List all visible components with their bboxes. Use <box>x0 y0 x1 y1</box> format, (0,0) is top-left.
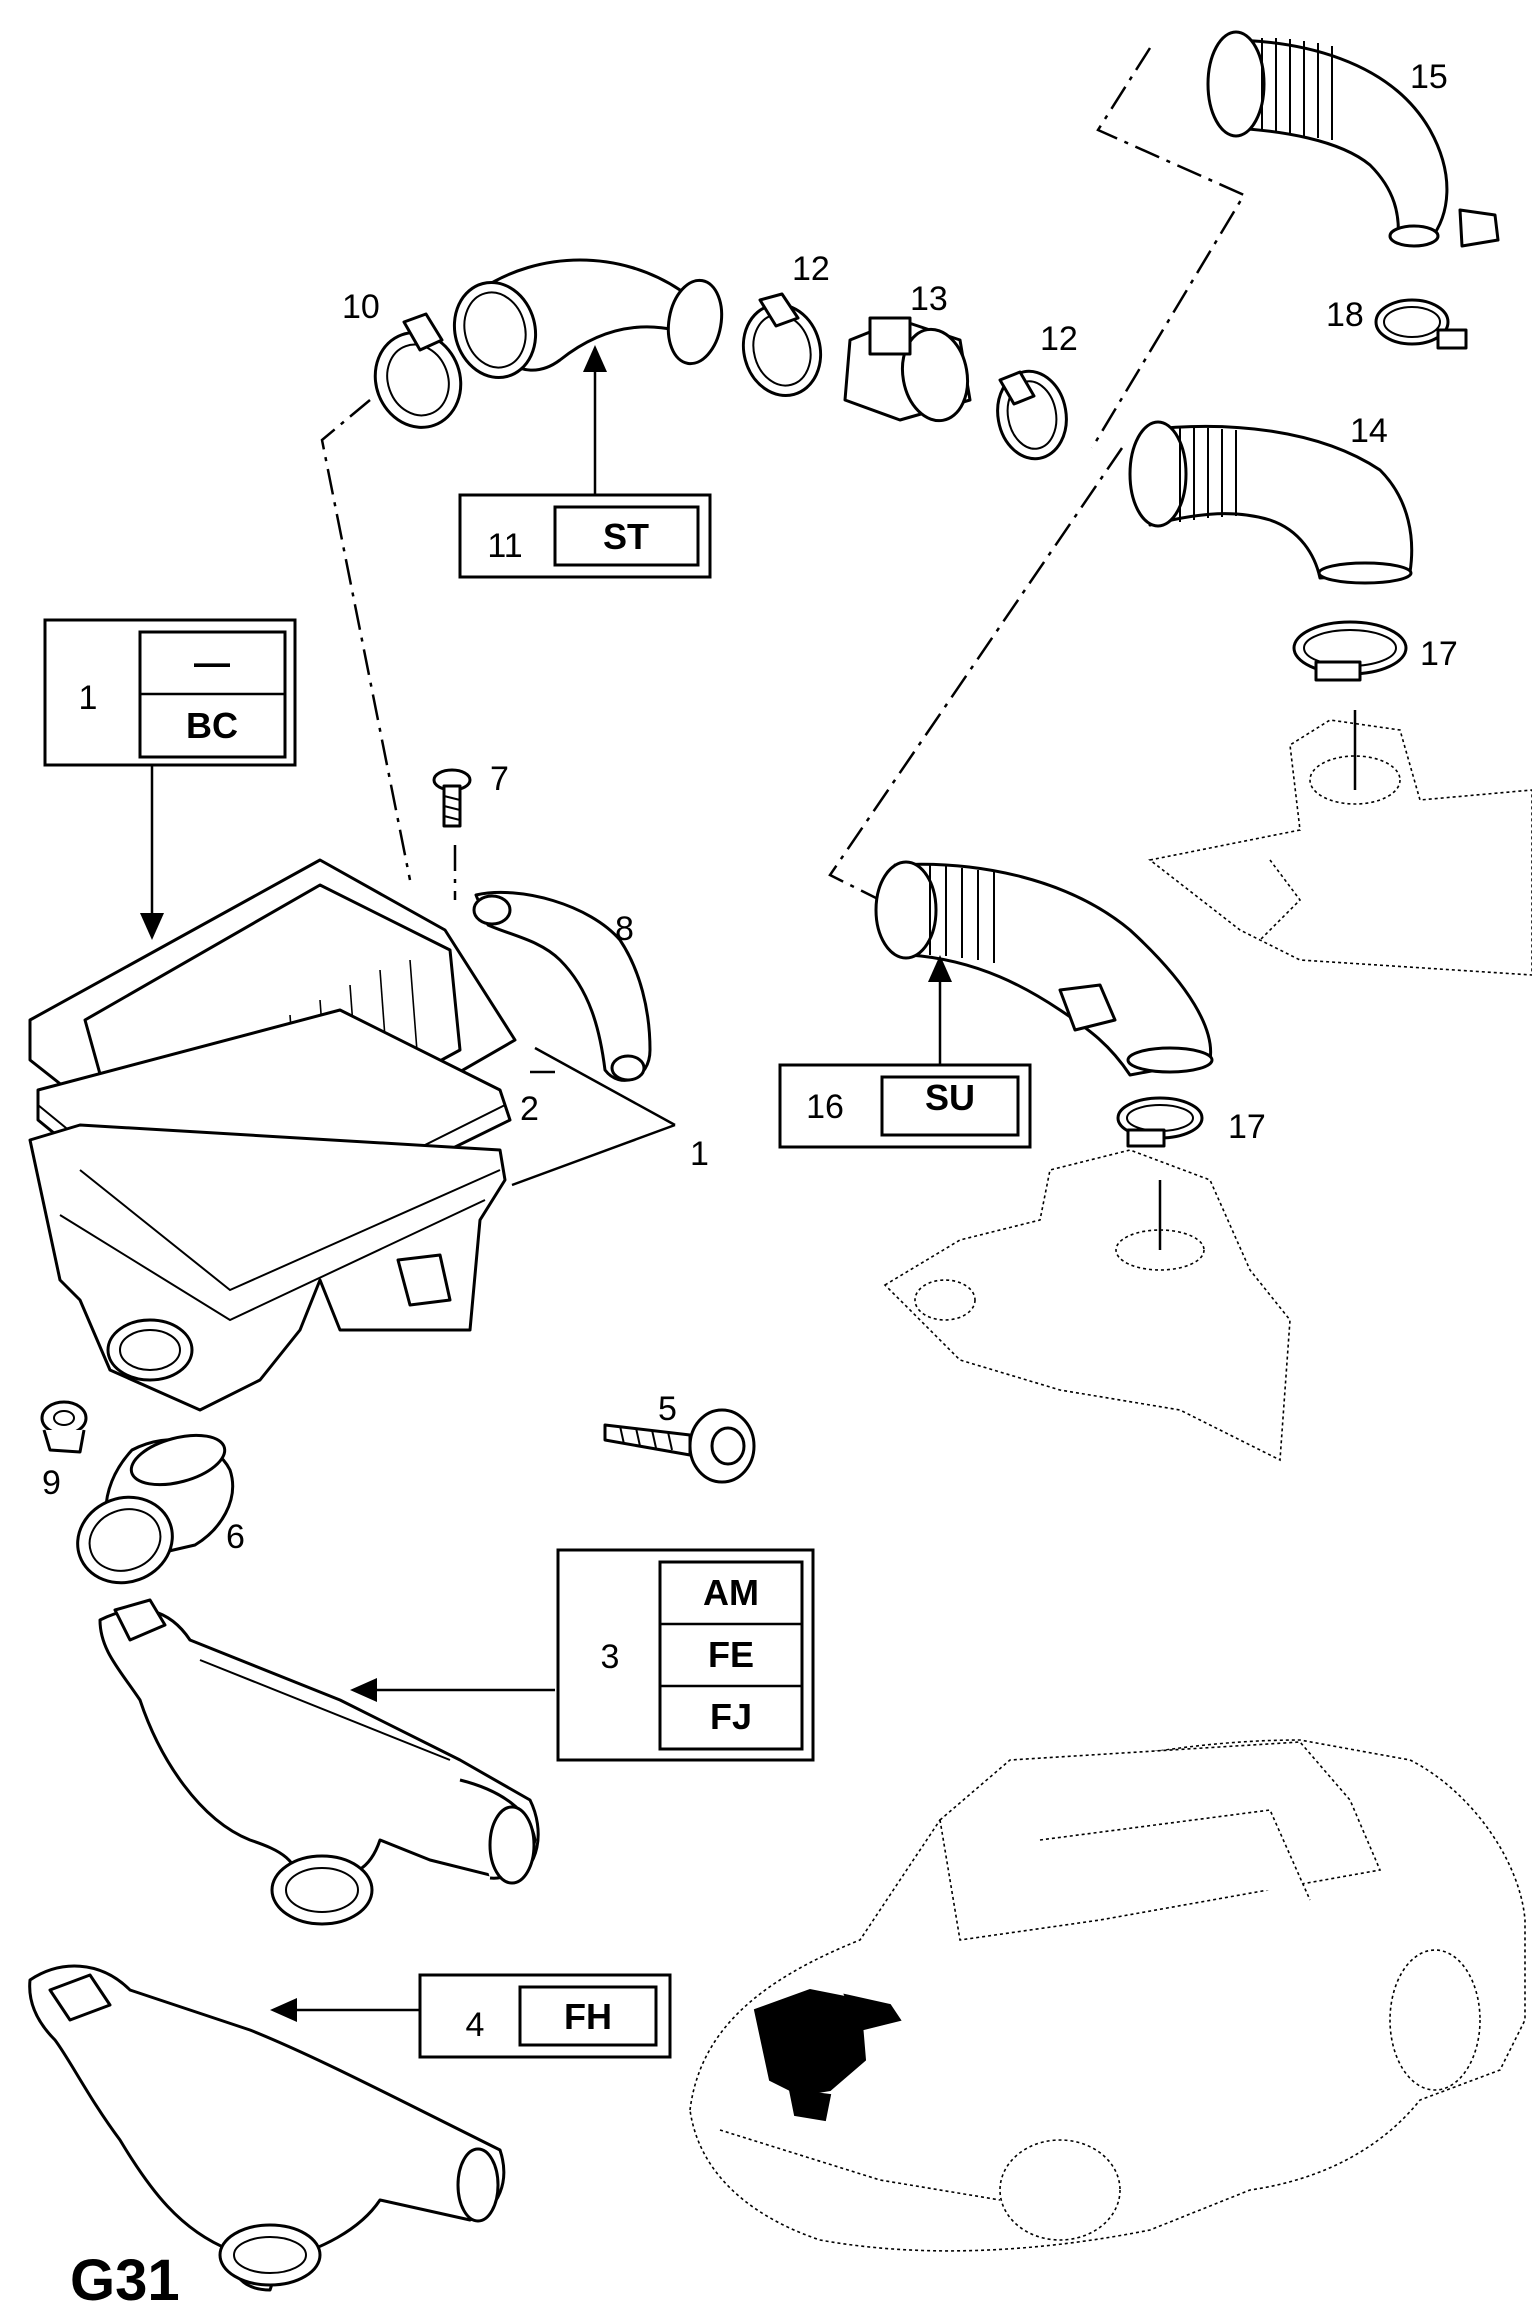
code-box-3-code-1: FE <box>708 1634 754 1675</box>
part-1-air-filter-housing <box>28 858 517 1412</box>
part-17-hose-clamp-upper <box>1292 620 1408 682</box>
callout-13: 13 <box>910 280 948 318</box>
code-box-3-code-2: FJ <box>710 1696 752 1737</box>
callout-1: 1 <box>690 1135 709 1173</box>
callout-15: 15 <box>1410 58 1448 96</box>
code-box-11: 11 ST <box>458 493 712 579</box>
part-14-elbow-hose <box>1128 420 1414 585</box>
code-box-1-code-1: BC <box>186 705 238 746</box>
part-3-intake-duct <box>98 1598 540 1926</box>
callout-18: 18 <box>1326 296 1364 334</box>
code-box-3: 3 AM FE FJ <box>556 1548 815 1762</box>
callout-17-lower: 17 <box>1228 1108 1266 1146</box>
part-4-intake-duct <box>28 1964 506 2292</box>
connection-lines <box>320 47 1246 907</box>
code-box-4-number: 4 <box>466 2006 485 2044</box>
figure-reference: G31 <box>70 2248 180 2313</box>
code-box-3-number: 3 <box>601 1638 620 1676</box>
code-box-4-code-0: FH <box>564 1996 612 2037</box>
part-18-hose-clamp <box>1374 298 1468 350</box>
callout-2: 2 <box>520 1090 539 1128</box>
callout-12-left: 12 <box>792 250 830 288</box>
part-7-bolt <box>432 768 472 828</box>
callout-9: 9 <box>42 1464 61 1502</box>
part-10-hose-clamp <box>373 312 463 429</box>
leader-lines <box>98 345 952 2025</box>
code-box-16-number: 16 <box>806 1088 844 1126</box>
callout-7: 7 <box>490 760 509 798</box>
part-11-intake-hose <box>452 258 724 380</box>
part-17-hose-clamp-lower <box>1116 1096 1204 1148</box>
code-box-3-code-0: AM <box>703 1572 759 1613</box>
code-box-16: 16 SU <box>778 1063 1032 1149</box>
callout-8: 8 <box>615 910 634 948</box>
code-box-1-number: 1 <box>79 679 98 717</box>
part-8-bracket <box>472 890 652 1082</box>
part-9-grommet <box>40 1400 88 1454</box>
part-5-screw <box>603 1408 756 1484</box>
part-6-sleeve <box>76 1433 235 1585</box>
part-13-air-mass-meter <box>843 316 972 423</box>
callout-5: 5 <box>658 1390 677 1428</box>
part-12-hose-clamp-left <box>741 292 823 398</box>
code-box-1-code-0: — <box>194 642 230 683</box>
callout-6: 6 <box>226 1518 245 1556</box>
part-15-elbow-hose <box>1206 30 1500 248</box>
vehicle-outline <box>689 1739 1526 2252</box>
engine-throttle-body-lower <box>883 1149 1291 1462</box>
code-box-1: 1 — BC <box>43 618 297 767</box>
engine-throttle-body-upper <box>1148 710 1532 976</box>
callout-numbers: 1 2 5 6 7 8 9 10 12 12 13 14 15 17 17 18 <box>42 58 1458 1556</box>
callout-14: 14 <box>1350 412 1388 450</box>
part-12-hose-clamp-right <box>996 369 1068 461</box>
highlight-air-filter-location <box>753 1988 867 2097</box>
callout-17-upper: 17 <box>1420 635 1458 673</box>
code-box-4: 4 FH <box>418 1973 672 2059</box>
code-box-11-number: 11 <box>487 527 522 565</box>
callout-10: 10 <box>342 288 380 326</box>
callout-12-right: 12 <box>1040 320 1078 358</box>
part-16-intake-hose <box>874 860 1214 1077</box>
code-box-16-code-0: SU <box>925 1077 975 1118</box>
code-box-11-code-0: ST <box>603 516 649 557</box>
